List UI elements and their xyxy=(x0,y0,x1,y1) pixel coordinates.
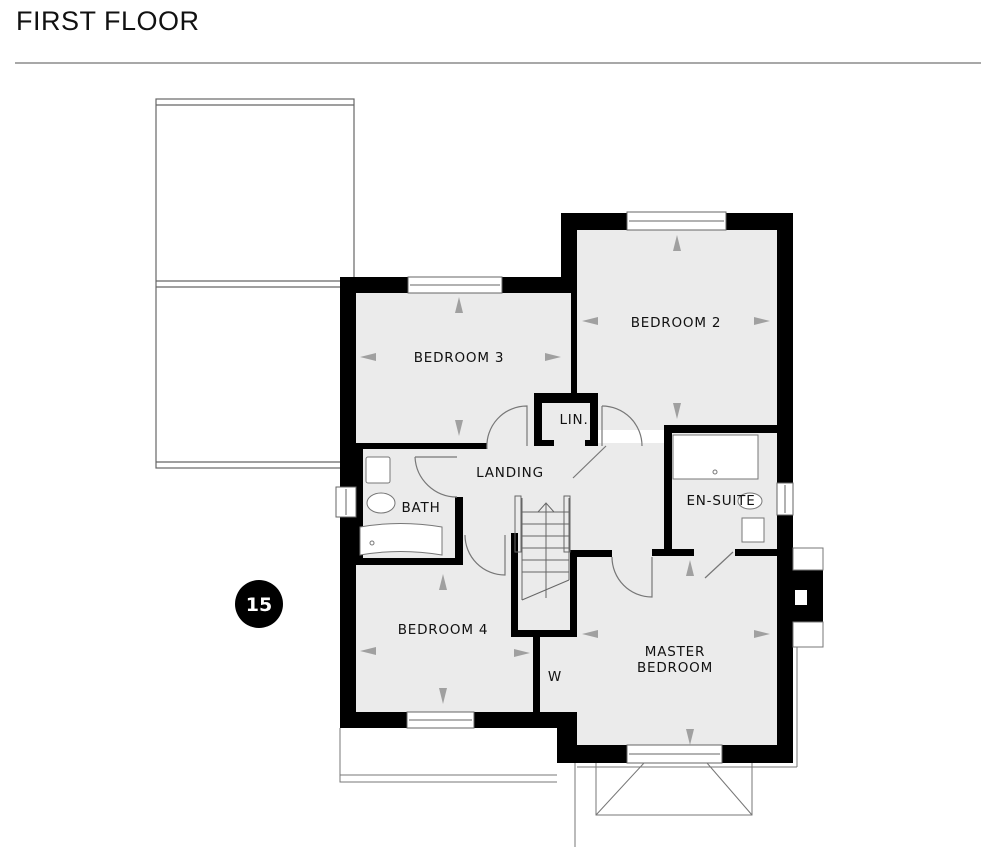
room-label-master-line2: BEDROOM xyxy=(637,660,713,676)
room-label-wardrobe: W xyxy=(548,669,562,685)
plot-number: 15 xyxy=(246,594,272,616)
room-label-landing: LANDING xyxy=(476,465,544,481)
room-label-bedroom-4: BEDROOM 4 xyxy=(398,622,489,638)
room-label-bedroom-2: BEDROOM 2 xyxy=(631,315,722,331)
garage-roof-outline xyxy=(155,98,355,469)
porch-outlines xyxy=(339,647,798,847)
room-label-linen: LIN. xyxy=(559,412,588,428)
page-title: FIRST FLOOR xyxy=(16,6,200,36)
staircase xyxy=(514,495,571,601)
title-divider xyxy=(15,62,981,64)
door-swings xyxy=(414,405,734,598)
walls xyxy=(340,213,823,763)
room-label-bedroom-3: BEDROOM 3 xyxy=(414,350,505,366)
plot-number-badge: 15 xyxy=(235,580,283,628)
room-label-bath: BATH xyxy=(401,500,440,516)
floor-fill xyxy=(355,230,778,745)
windows xyxy=(335,211,794,764)
chimney-flue xyxy=(795,590,807,605)
room-label-master-line1: MASTER xyxy=(645,644,705,660)
bath-fixtures xyxy=(359,434,765,556)
room-label-en-suite: EN-SUITE xyxy=(686,493,755,509)
